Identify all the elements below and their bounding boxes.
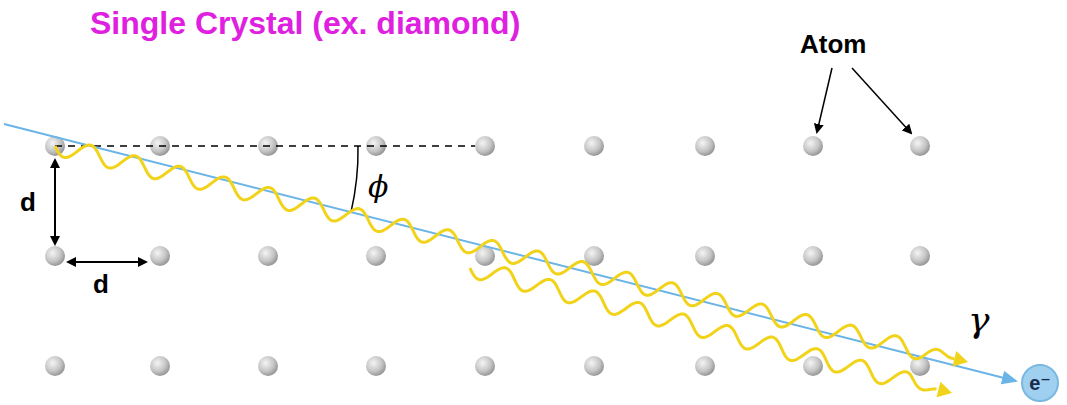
atom [150,246,170,266]
electron-track [4,124,1016,381]
atom [695,356,715,376]
atom [45,356,65,376]
part-label: Atom [800,30,866,59]
atom [695,136,715,156]
atom [910,136,930,156]
photon-waves [55,145,968,397]
spacing-arrow [68,261,146,263]
atom [475,356,495,376]
atom [584,136,604,156]
atom [258,356,278,376]
atom [803,246,823,266]
angle-arc [351,146,358,212]
atom [366,246,386,266]
leader-line [817,68,832,132]
leader-line [852,68,911,133]
atom [803,356,823,376]
photon-wave [55,145,954,359]
photon-arrowhead [936,382,952,397]
photon-arrowhead [953,351,968,367]
dimension-label: d [93,270,109,299]
photon-label: γ [968,300,990,340]
dimension-label: d [20,188,36,217]
angle-label: ϕ [368,170,388,203]
reference-line [55,145,475,147]
particle-label: e⁻ [1029,371,1051,395]
spacing-arrow [54,160,56,244]
electron-circle: e⁻ [1021,364,1059,402]
atom [695,246,715,266]
photon-wave [470,268,937,390]
atom [258,246,278,266]
atom [366,356,386,376]
atom [803,136,823,156]
diagram-title: Single Crystal (ex. diamond) [90,6,520,41]
atom-lattice [45,136,930,376]
atom [150,356,170,376]
atom [910,246,930,266]
atom [45,246,65,266]
atom [475,136,495,156]
atom [584,356,604,376]
